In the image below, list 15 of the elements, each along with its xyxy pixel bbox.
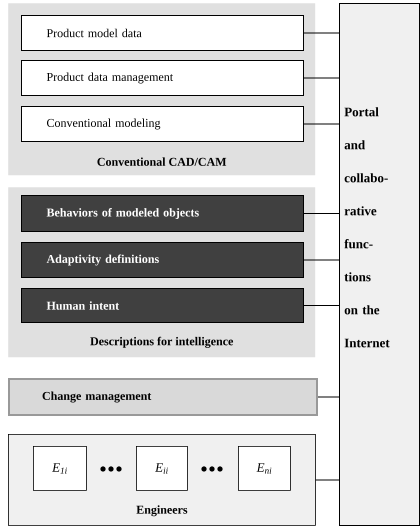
portal-box: Portal and collabo-rative func-tions on the Internet — [339, 3, 420, 526]
process-box: Change management — [8, 378, 318, 416]
process-box: Product model data — [21, 15, 304, 51]
process-box: Conventional modeling — [21, 106, 304, 142]
engineer-box: E$_{1i}$ — [33, 446, 87, 491]
connector-line — [318, 396, 340, 398]
process-box: Human intent — [21, 288, 304, 323]
process-box: Adaptivity definitions — [21, 242, 304, 278]
process-box: Product data management — [21, 60, 304, 96]
connector-line — [304, 213, 340, 214]
connector-line — [304, 32, 340, 34]
engineer-box: E$_{ni}$ — [238, 446, 291, 491]
engineer-box: E$_{ii}$ — [136, 446, 188, 491]
connector-line — [304, 305, 340, 306]
process-box: Behaviors of modeled objects — [21, 195, 304, 232]
